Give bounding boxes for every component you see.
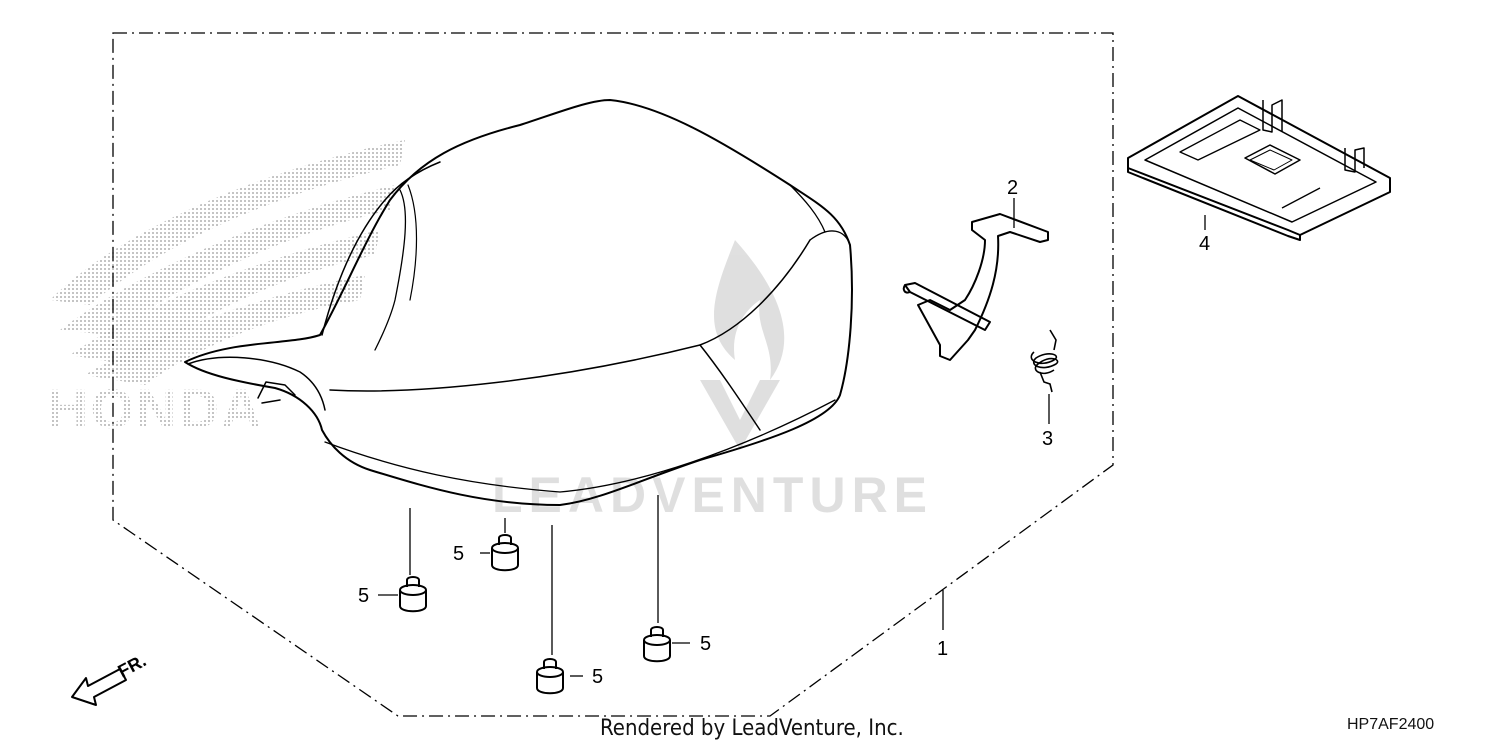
- leadventure-watermark: LEADVENTURE: [492, 240, 933, 523]
- front-label: FR.: [114, 650, 149, 681]
- cushion-illustrations: [399, 534, 671, 695]
- cover-illustration: [1127, 95, 1391, 241]
- latch-illustration: [902, 213, 1049, 361]
- render-credit: Rendered by LeadVenture, Inc.: [600, 716, 904, 741]
- callout-5-c: 5: [700, 633, 711, 655]
- cushion-a: [491, 534, 519, 572]
- honda-logo-text: HONDA: [48, 377, 263, 440]
- leader-lines: [378, 198, 1206, 677]
- front-direction-arrow: FR.: [71, 650, 149, 706]
- spring-illustration: [1030, 329, 1059, 393]
- honda-wing-logo: HONDA: [48, 140, 405, 440]
- callout-5-b: 5: [358, 585, 369, 607]
- callout-4: 4: [1199, 233, 1210, 255]
- callout-2: 2: [1007, 177, 1018, 199]
- cushion-c: [643, 626, 671, 663]
- diagram-code: HP7AF2400: [1347, 716, 1435, 733]
- callout-5-a: 5: [453, 543, 464, 565]
- leadventure-watermark-text: LEADVENTURE: [492, 467, 933, 523]
- seat-illustration: [184, 99, 853, 506]
- cushion-b: [399, 576, 427, 613]
- callout-5-d: 5: [592, 666, 603, 688]
- cushion-d: [536, 658, 564, 695]
- callout-3: 3: [1042, 428, 1053, 450]
- callout-labels: 2 3 4 1 5 5 5 5: [358, 177, 1210, 688]
- callout-1: 1: [937, 638, 948, 660]
- assembly-boundary: [112, 32, 1114, 717]
